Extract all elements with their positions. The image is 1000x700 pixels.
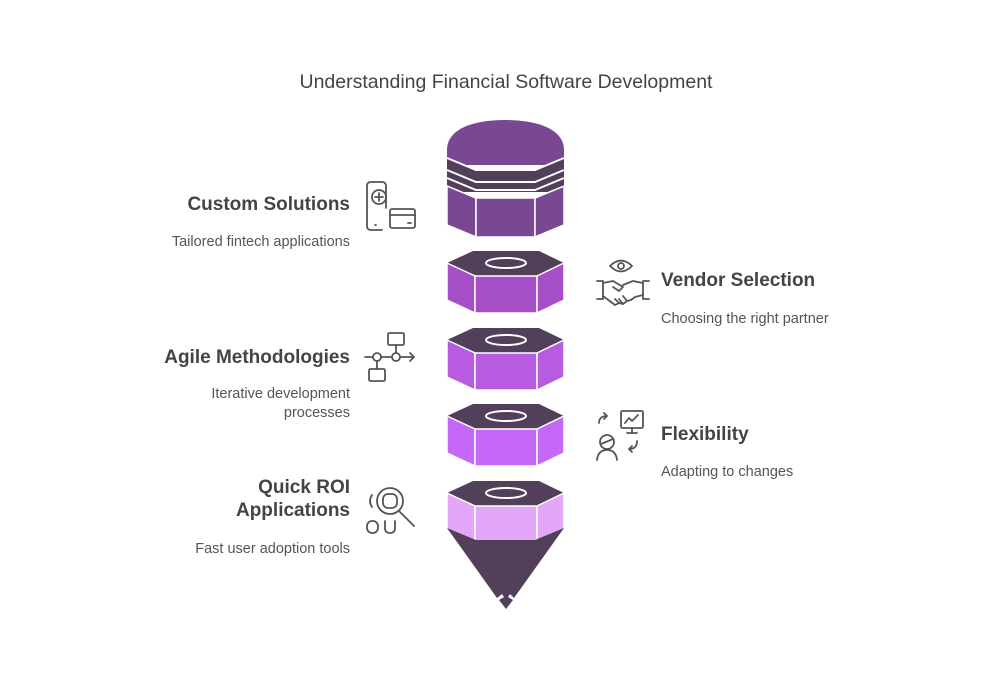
nut-face-mid [474,352,538,391]
desc-quick-roi: Fast user adoption tools [195,541,350,557]
segment-cap [446,120,565,239]
segment-nut-3 [446,404,565,468]
nut-top-face [447,328,564,353]
nut-hole [485,334,527,346]
nut-hole [485,410,527,422]
cap-top [447,120,564,165]
segment-nut-2 [446,328,565,392]
desc-custom-solutions: Tailored fintech applications [171,234,350,250]
cap-band-line-2 [446,169,565,183]
desc-agile-methodologies-line1: Iterative development [211,386,350,402]
segment-nut-4 [446,481,565,545]
nut-face-right [536,414,565,468]
pencil-tip [447,528,564,609]
adaptive-monitor-icon [596,410,644,461]
cap-face-left [446,184,477,239]
desc-agile-methodologies-line2: processes [283,405,350,421]
segment-nut-1 [446,251,565,315]
nut-hole [485,257,527,269]
heading-agile-methodologies: Agile Methodologies [164,347,350,368]
nut-top-face [447,481,564,506]
heading-quick-roi-line1: Quick ROI [258,477,350,498]
heading-custom-solutions: Custom Solutions [187,194,350,215]
mobile-card-icon [366,181,416,231]
diagram-title: Understanding Financial Software Develop… [299,71,713,93]
cap-face-right [534,184,565,239]
nut-face-right [536,261,565,315]
cap-band-line-1 [446,157,565,171]
tip-cone [447,528,564,600]
nut-top-face [447,251,564,276]
workflow-icon [364,332,415,382]
nut-face-right [536,491,565,545]
nut-top-face [447,404,564,429]
desc-vendor-selection: Choosing the right partner [661,311,829,327]
search-analysis-icon [366,487,415,534]
nut-face-mid [474,505,538,544]
cap-band [447,158,564,192]
nut-face-mid [474,428,538,467]
heading-flexibility: Flexibility [661,424,749,445]
desc-flexibility: Adapting to changes [661,464,794,480]
heading-quick-roi-line2: Applications [235,500,350,521]
heading-vendor-selection: Vendor Selection [661,270,816,291]
cap-face-mid [475,197,536,238]
nut-hole [485,487,527,499]
nut-face-right [536,338,565,392]
cap-band-line-3 [446,177,565,191]
nut-face-mid [474,275,538,314]
tip-point [499,596,513,609]
handshake-eye-icon [596,259,650,306]
